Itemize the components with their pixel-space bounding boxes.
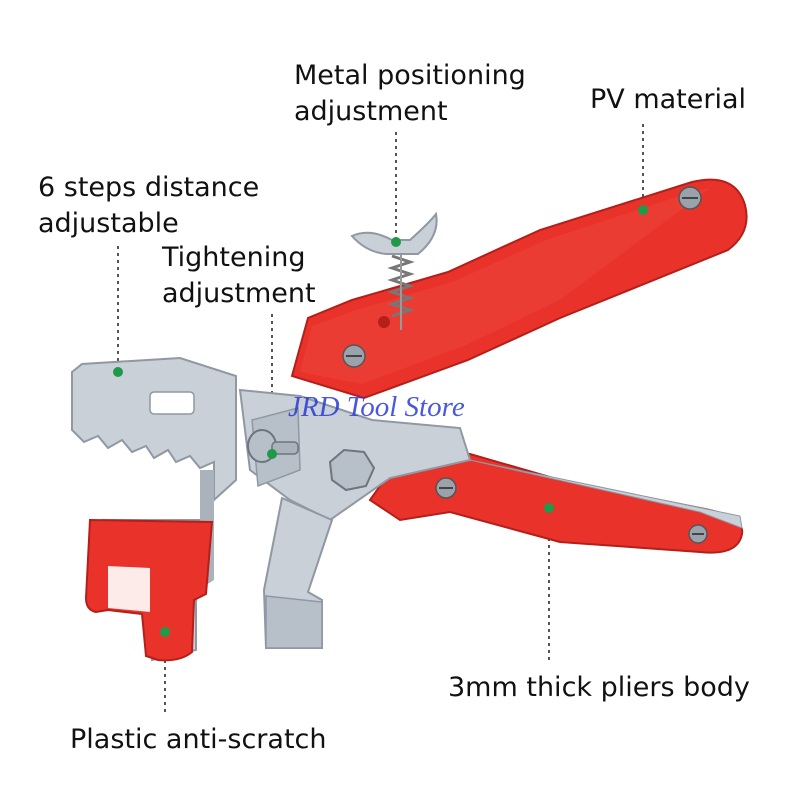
callout-pliers-body: 3mm thick pliers body (448, 670, 750, 706)
callout-six-steps: 6 steps distance adjustable (38, 170, 259, 242)
callout-text: PV material (590, 84, 747, 115)
store-watermark: JRD Tool Store (288, 391, 465, 423)
callout-anti-scratch: Plastic anti-scratch (70, 722, 327, 758)
anti-scratch-cap (84, 518, 214, 662)
dot-pv-material (638, 205, 648, 215)
callout-text: adjustment (162, 278, 316, 309)
wing-nut-icon (350, 211, 438, 255)
callout-text: 3mm thick pliers body (448, 672, 750, 703)
spring-icon (387, 250, 415, 330)
callout-text: Metal positioning (294, 60, 526, 91)
callout-text: adjustable (38, 208, 179, 239)
hex-bolt-icon (328, 448, 376, 492)
callout-text: adjustment (294, 96, 448, 127)
dot-metal-positioning (391, 237, 401, 247)
callout-dots (113, 205, 648, 637)
callout-text: 6 steps distance (38, 172, 260, 203)
callout-metal-positioning: Metal positioning adjustment (294, 58, 526, 130)
dot-anti-scratch (160, 627, 170, 637)
lower-handle (368, 450, 744, 554)
callout-pv-material: PV material (590, 82, 746, 118)
dot-tightening (267, 449, 277, 459)
callout-text: Plastic anti-scratch (70, 724, 327, 755)
dot-pliers-body (544, 503, 554, 513)
dot-six-steps (113, 367, 123, 377)
callout-text: Tightening (162, 242, 306, 273)
callout-tightening: Tightening adjustment (162, 240, 316, 312)
upper-handle (290, 178, 748, 400)
